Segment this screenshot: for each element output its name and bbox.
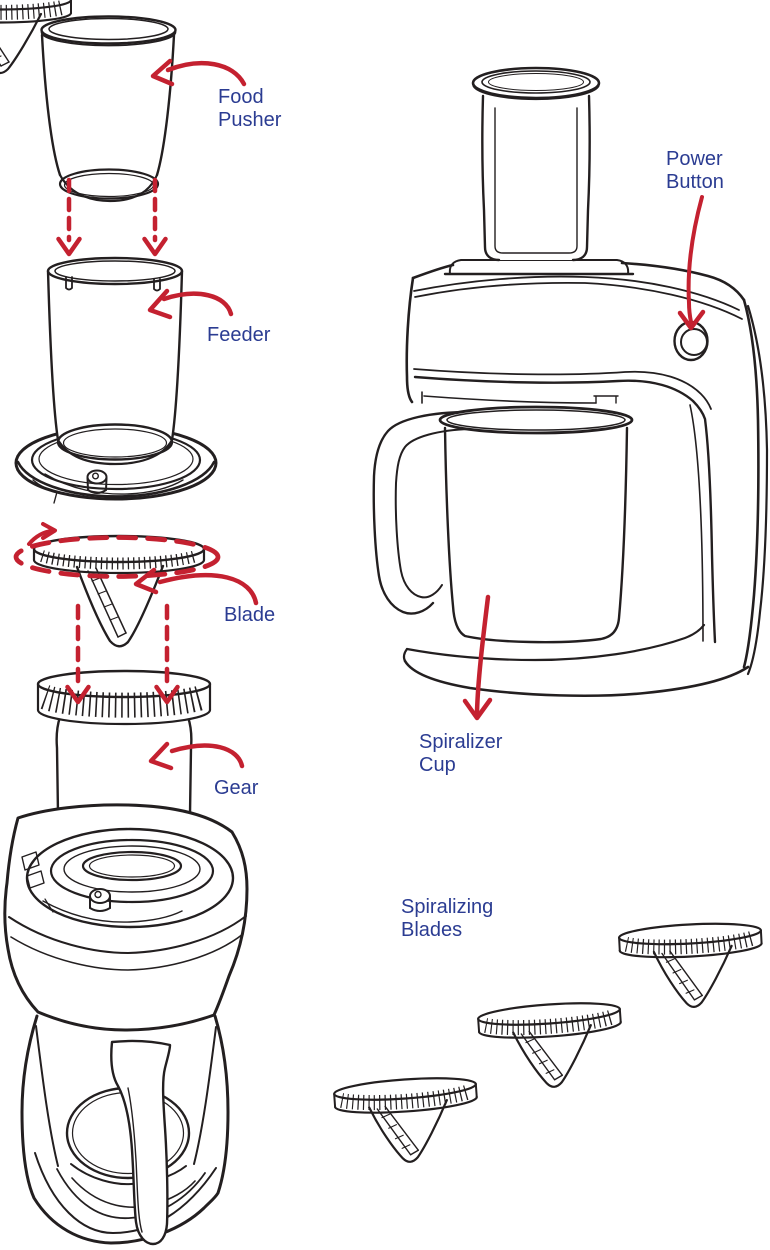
label-spiralizer-cup: Spiralizer Cup	[419, 731, 503, 776]
annotation-arrows	[13, 58, 706, 771]
label-gear: Gear	[214, 777, 259, 799]
label-power-button: Power Button	[666, 148, 724, 193]
food-pusher-drawing	[40, 15, 177, 203]
assembled-appliance-drawing	[372, 66, 769, 698]
base-unit-drawing	[3, 803, 249, 1246]
spiralizing-blades-drawing	[0, 0, 765, 1167]
gear-drawing	[36, 669, 212, 816]
feeder-drawing	[14, 256, 218, 504]
spiralizer-cup-drawing	[372, 405, 634, 644]
blade-drawing	[32, 534, 206, 648]
label-feeder: Feeder	[207, 324, 271, 346]
label-blade: Blade	[224, 604, 276, 626]
label-spiralizing-blades: Spiralizing Blades	[401, 896, 494, 941]
label-food-pusher: Food Pusher	[218, 86, 282, 131]
